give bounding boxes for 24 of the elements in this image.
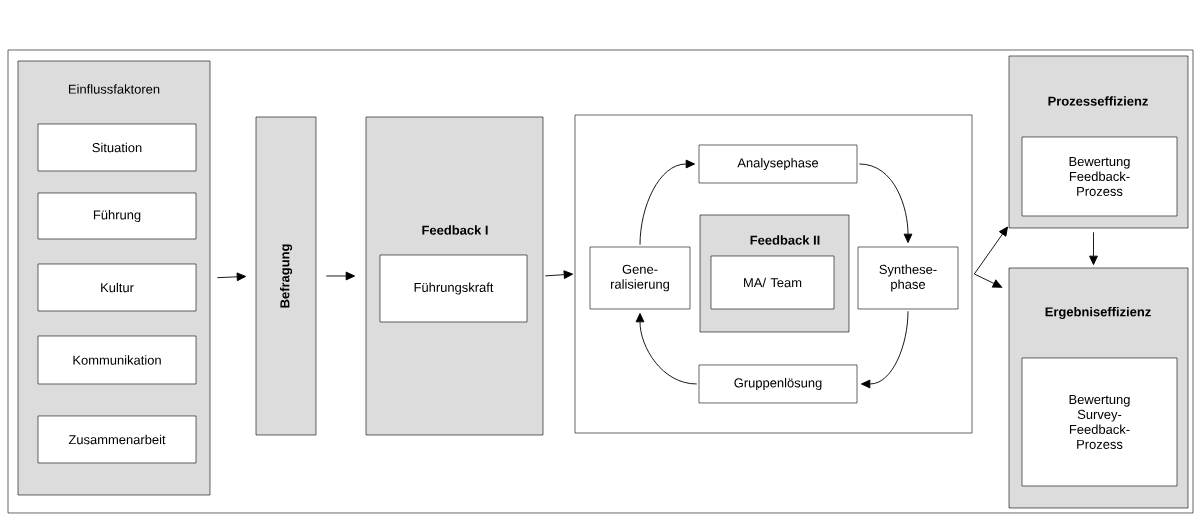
process-box: MA/ Team bbox=[710, 255, 835, 310]
evaluation-box: Bewertung Survey- Feedback- Prozess bbox=[1021, 357, 1178, 487]
factor-box: Kommunikation bbox=[37, 335, 197, 385]
factor-box: Führung bbox=[37, 192, 197, 240]
arrow bbox=[860, 310, 909, 389]
arrow bbox=[639, 159, 696, 246]
arrow bbox=[1089, 231, 1098, 266]
arrow bbox=[325, 271, 356, 281]
arrow bbox=[973, 273, 1003, 288]
survey-bar: Befragung bbox=[255, 116, 317, 436]
arrow bbox=[973, 226, 1008, 275]
arrow bbox=[858, 163, 913, 244]
process-box: Führungskraft bbox=[379, 254, 528, 323]
phase-box: Synthese- phase bbox=[857, 246, 959, 310]
arrow bbox=[216, 272, 247, 282]
phase-box: Gruppenlösung bbox=[698, 364, 858, 404]
factor-box: Kultur bbox=[37, 263, 197, 312]
evaluation-box: Bewertung Feedback- Prozess bbox=[1021, 136, 1178, 217]
arrow bbox=[635, 312, 698, 385]
factor-box: Zusammenarbeit bbox=[37, 415, 197, 464]
phase-box: Gene- ralisierung bbox=[589, 246, 691, 310]
arrow bbox=[544, 270, 574, 279]
phase-box: Analysephase bbox=[698, 144, 858, 184]
factor-box: Situation bbox=[37, 123, 197, 172]
